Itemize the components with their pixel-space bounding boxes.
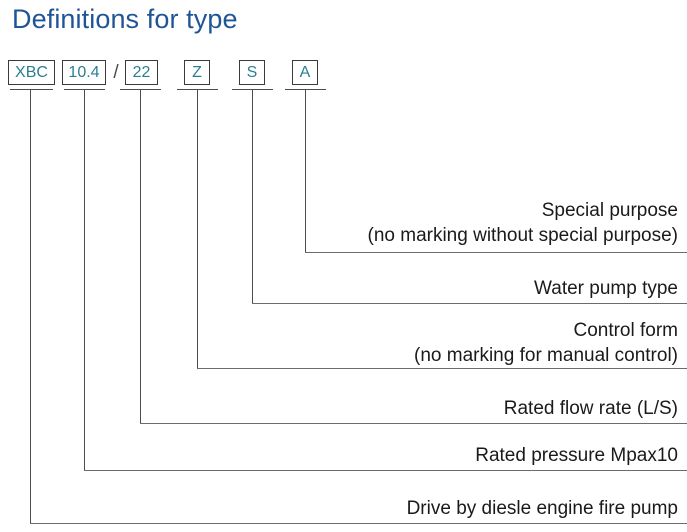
leader-rule-pressure (84, 470, 687, 471)
definition-drive-type-line1: Drive by diesle engine fire pump (406, 498, 678, 519)
definition-control-form: Control form (no marking for manual cont… (414, 318, 678, 368)
leader-drop-pressure (84, 89, 85, 470)
code-separator-slash: / (113, 62, 119, 83)
definition-special-purpose-line1: Special purpose (541, 200, 678, 221)
code-box-pressure[interactable]: 10.4 (62, 60, 106, 85)
leader-rule-pump-type (252, 303, 687, 304)
definition-rated-pressure: Rated pressure Mpax10 (475, 443, 678, 468)
leader-drop-flow (140, 89, 141, 423)
leader-rule-special-purpose (305, 252, 687, 253)
leader-rule-flow (140, 423, 687, 424)
definition-special-purpose-line2: (no marking without special purpose) (367, 225, 679, 246)
definition-control-form-line2: (no marking for manual control) (414, 345, 678, 366)
code-box-control[interactable]: Z (184, 60, 210, 85)
code-box-xbc[interactable]: XBC (8, 60, 55, 85)
leader-drop-xbc (30, 89, 31, 523)
definition-control-form-line1: Control form (573, 320, 678, 341)
leader-drop-special-purpose (305, 89, 306, 252)
definition-flow-rate: Rated flow rate (L/S) (504, 396, 678, 421)
leader-stub-xbc (10, 89, 53, 90)
definition-drive-type: Drive by diesle engine fire pump (407, 496, 678, 521)
code-box-special-purpose[interactable]: A (292, 60, 318, 85)
code-box-flow[interactable]: 22 (125, 60, 158, 85)
definition-pump-type-line1: Water pump type (534, 278, 678, 299)
definition-flow-rate-line1: Rated flow rate (L/S) (503, 398, 678, 419)
page-title: Definitions for type (12, 4, 238, 34)
leader-rule-xbc (30, 523, 687, 524)
leader-rule-control (197, 368, 687, 369)
code-box-pump-type[interactable]: S (239, 60, 265, 85)
definition-special-purpose: Special purpose (no marking without spec… (368, 198, 679, 248)
definition-rated-pressure-line1: Rated pressure Mpax10 (475, 445, 678, 466)
leader-drop-pump-type (252, 89, 253, 303)
definition-pump-type: Water pump type (534, 276, 678, 301)
leader-drop-control (197, 89, 198, 368)
